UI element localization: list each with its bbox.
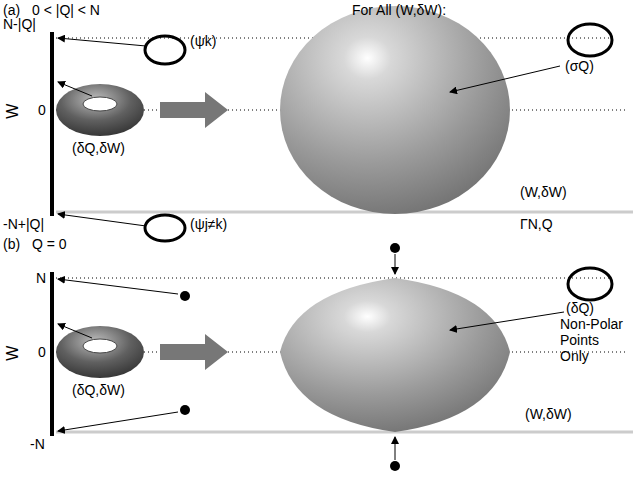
surface-label: ΓN,Q [520,216,553,232]
axis-tick: N [36,270,46,286]
panel-letter: (b) [3,236,20,252]
state-label: (δQ) [566,300,594,316]
note-label: Non-Polar Points Only [560,316,630,364]
panel-letter: (a) [3,2,20,18]
axis-title: W [4,104,22,119]
axis-tick: -N [30,436,45,452]
state-label: (ψj≠k) [190,216,227,232]
axis-tick: -N+|Q| [3,216,44,232]
axis-tick: 0 [38,344,46,360]
condition-label: Q = 0 [32,236,67,252]
surface-label: (W,δW) [525,406,572,422]
surface-label: (W,δW) [520,184,567,200]
condition-label: 0 < |Q| < N [32,2,100,18]
axis-tick: 0 [38,102,46,118]
note-label: For All (W,δW): [352,2,446,18]
torus-label: (δQ,δW) [72,140,125,156]
state-label: (σQ) [565,58,594,74]
axis-tick: N-|Q| [3,16,36,32]
axis-title: W [4,346,22,361]
torus-label: (δQ,δW) [72,382,125,398]
state-label: (ψk) [190,33,216,49]
